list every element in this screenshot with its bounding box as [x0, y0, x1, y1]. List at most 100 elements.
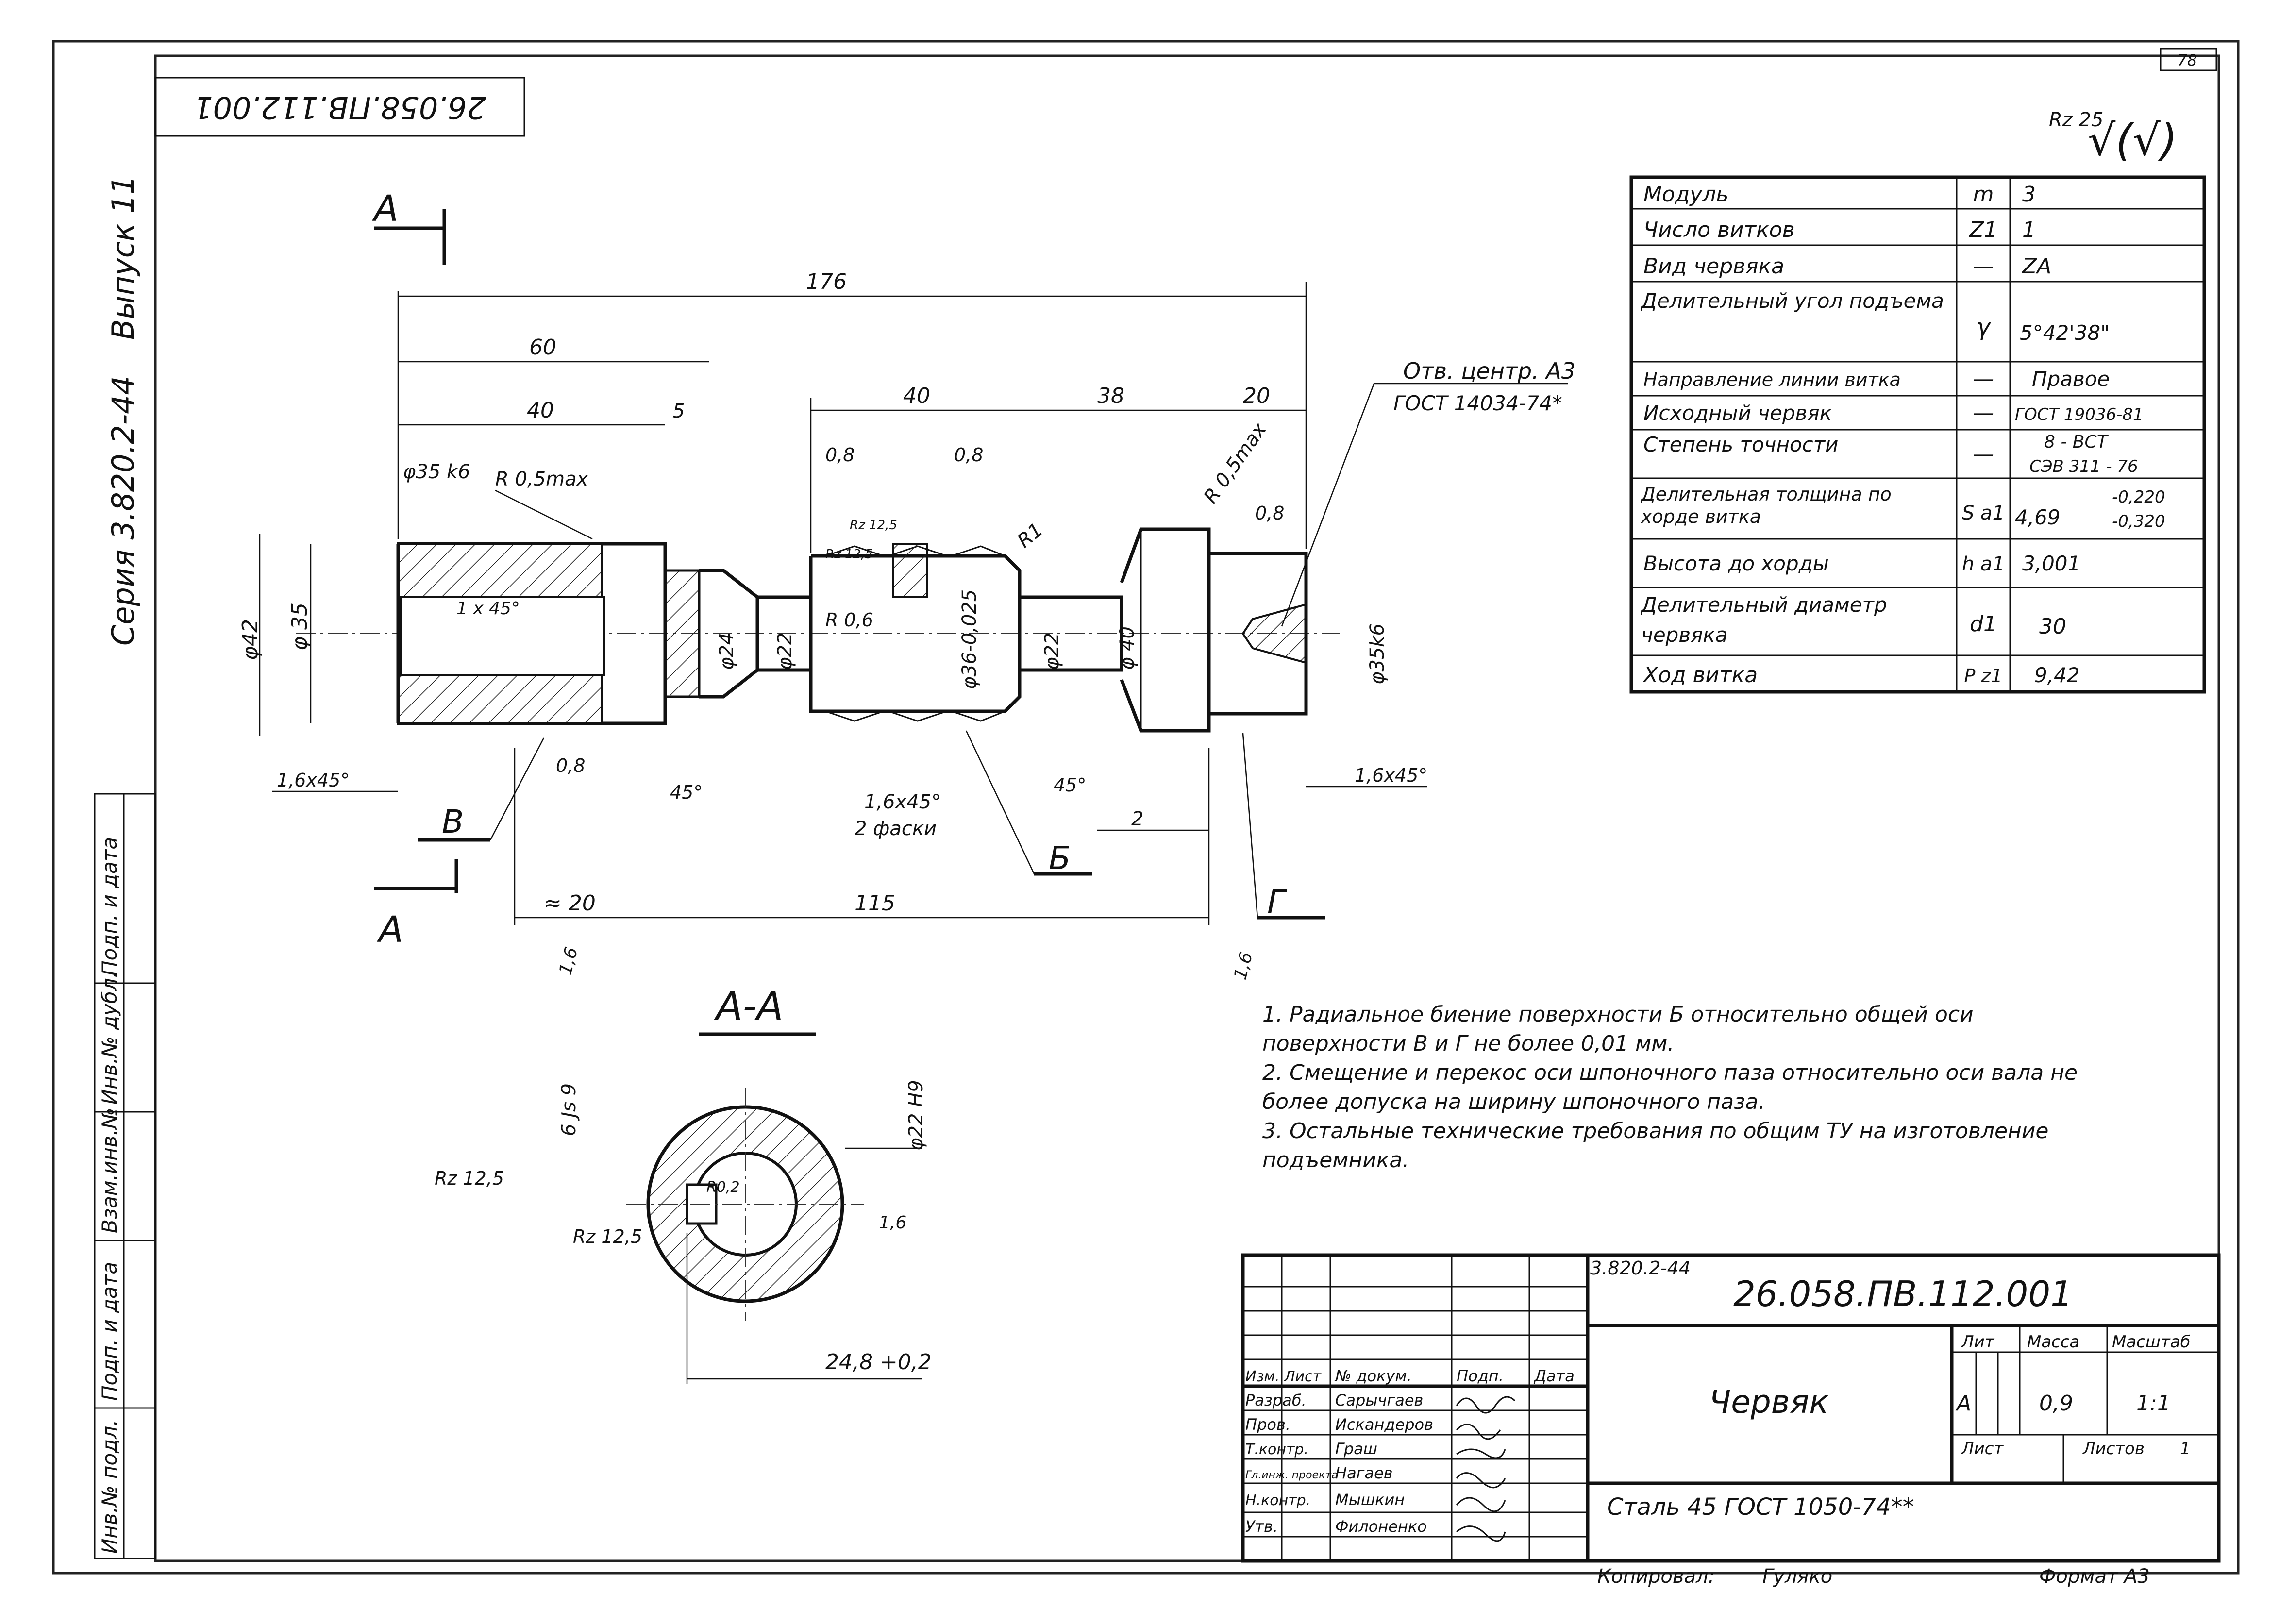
param-label: Ход витка	[1642, 663, 1758, 687]
dim-len-20: 20	[1243, 384, 1270, 408]
dim-r06: R 0,6	[825, 609, 873, 631]
param-value: 5°42'38"	[2020, 321, 2110, 345]
side-stamp-cell: Подп. и дата	[98, 837, 121, 976]
tb-part-name: Червяк	[1709, 1383, 1828, 1421]
rough-16-a: 1,6	[555, 945, 582, 977]
tb-person: Мышкин	[1335, 1491, 1405, 1509]
tb-head-doc: № докум.	[1334, 1367, 1412, 1385]
dim-d22a: φ22	[774, 633, 796, 670]
dim-total-length: 176	[806, 269, 847, 294]
surface-mark-g: Г	[1267, 883, 1288, 921]
rough-08-b: 0,8	[954, 444, 983, 466]
dim-d35k6-left: φ35 k6	[403, 461, 470, 483]
side-stamp-cell: Инв.№ подл.	[98, 1420, 121, 1554]
tb-head-sign: Подп.	[1457, 1367, 1504, 1385]
param-symbol: Z1	[1969, 218, 1997, 242]
section-aa: А-А 6 Js 9 φ22 H9 R0,2 24,8 +0,2 Rz 12,5…	[435, 984, 932, 1384]
chamfer-16x45-left: 1,6x45°	[277, 770, 350, 791]
param-value-2: СЭВ 311 - 76	[2029, 457, 2138, 476]
tb-sheets-label: Листов	[2082, 1439, 2145, 1458]
signature	[1456, 1448, 1506, 1459]
dim-r05max-b: R 0,5max	[1200, 419, 1272, 507]
surface-mark-v: В	[442, 803, 464, 840]
general-roughness-value: Rz 25	[2049, 109, 2103, 131]
param-label: Направление линии витка	[1643, 369, 1901, 390]
dim-rz125-b: Rz 12,5	[825, 547, 873, 562]
params-table: Модуль m 3 Число витков Z1 1 Вид червяка…	[1629, 175, 2206, 694]
section-aa-title: А-А	[714, 984, 783, 1029]
section-mark-a-top: А	[372, 188, 399, 230]
param-value: ГОСТ 19036-81	[2015, 405, 2144, 424]
param-value: 30	[2039, 614, 2066, 639]
param-symbol: S a1	[1962, 502, 2005, 524]
tb-person: Сарычгаев	[1335, 1391, 1423, 1409]
notes-block: 1. Радиальное биение поверхности Б относ…	[1262, 1002, 2078, 1173]
page-number-box	[2160, 48, 2217, 71]
sec-key-width: 6 Js 9	[558, 1083, 580, 1136]
shaft-view: А А 176	[238, 188, 1575, 982]
sec-rough-16: 1,6	[879, 1213, 906, 1233]
param-value: 4,69	[2015, 505, 2061, 529]
dim-chamfer-1x45: 1 x 45°	[456, 599, 520, 619]
param-value: 3	[2022, 182, 2036, 207]
copied-label: Копировал:	[1597, 1565, 1715, 1588]
tb-person: Граш	[1335, 1440, 1377, 1458]
tb-scale-value: 1:1	[2136, 1391, 2171, 1416]
dim-d35: φ 35	[287, 603, 312, 651]
rough-08-d: 0,8	[556, 755, 585, 776]
dim-d36: φ36-0,025	[958, 589, 981, 689]
param-label-wrap: Делительная толщина по хорде витка	[1641, 484, 1892, 527]
series-label: Серия 3.820.2-44	[105, 376, 141, 646]
rough-08-c: 0,8	[1255, 503, 1284, 524]
param-symbol: γ	[1977, 314, 1992, 341]
param-label-wrap: Делительный угол подъема	[1641, 289, 1944, 313]
section-mark-a-bottom: А	[377, 909, 403, 951]
signature	[1456, 1525, 1506, 1542]
tb-sheet-label: Лист	[1961, 1439, 2004, 1458]
param-label: Модуль	[1643, 182, 1728, 207]
title-block: Изм. Лист № докум. Подп. Дата Разраб. Са…	[1241, 1253, 2221, 1588]
outer-border	[52, 40, 2240, 1575]
param-value: ZA	[2022, 254, 2051, 279]
signature	[1456, 1497, 1506, 1512]
tb-role: Пров.	[1245, 1415, 1290, 1434]
dim-len-40a: 40	[527, 398, 554, 423]
angle-45a: 45°	[670, 782, 703, 803]
signature	[1456, 1424, 1501, 1440]
tb-person: Искандеров	[1335, 1415, 1433, 1434]
chamfer-2-note: 2 фаски	[855, 818, 937, 840]
tb-head-izm: Изм.	[1245, 1368, 1280, 1385]
angle-45b: 45°	[1054, 774, 1086, 796]
dim-len-5: 5	[672, 400, 685, 422]
tb-scale-label: Масштаб	[2112, 1332, 2191, 1352]
param-label: Высота до хорды	[1643, 552, 1829, 575]
param-label: Делительный диаметр червяка	[1641, 593, 1887, 647]
chamfer-16x45-right: 1,6x45°	[1355, 765, 1427, 786]
page-number: 78	[2178, 51, 2197, 69]
param-value: 3,001	[2022, 552, 2080, 575]
dim-d42: φ42	[238, 619, 263, 660]
sec-rz125-a: Rz 12,5	[435, 1168, 504, 1189]
copied-name: Гуляко	[1762, 1565, 1832, 1588]
dim-len-60: 60	[529, 335, 556, 360]
param-label-wrap: Делительный диаметр червяка	[1641, 593, 1887, 647]
note-3: 3. Остальные технические требования по о…	[1262, 1119, 2049, 1173]
tb-role: Н.контр.	[1245, 1492, 1310, 1509]
param-value: 1	[2022, 218, 2036, 242]
param-label: Вид червяка	[1643, 254, 1784, 279]
side-stamp-cell: Взам.инв.№	[98, 1108, 121, 1233]
param-label: Число витков	[1643, 218, 1795, 242]
tb-mass-value: 0,9	[2039, 1391, 2073, 1416]
dim-rz125-a: Rz 12,5	[850, 518, 897, 533]
sec-r02: R0,2	[706, 1179, 740, 1196]
param-symbol: —	[1973, 254, 1994, 279]
dim-len-115: 115	[855, 891, 895, 916]
issue-label: Выпуск 11	[105, 175, 141, 340]
tb-doc-code: 26.058.ПВ.112.001	[1733, 1274, 2073, 1314]
tb-role: Утв.	[1245, 1517, 1278, 1536]
tb-head-list: Лист	[1284, 1368, 1322, 1385]
param-symbol: d1	[1970, 612, 1997, 637]
param-value: 9,42	[2034, 663, 2080, 687]
param-label: Делительная толщина по хорде витка	[1641, 484, 1892, 527]
param-symbol: —	[1973, 367, 1994, 391]
